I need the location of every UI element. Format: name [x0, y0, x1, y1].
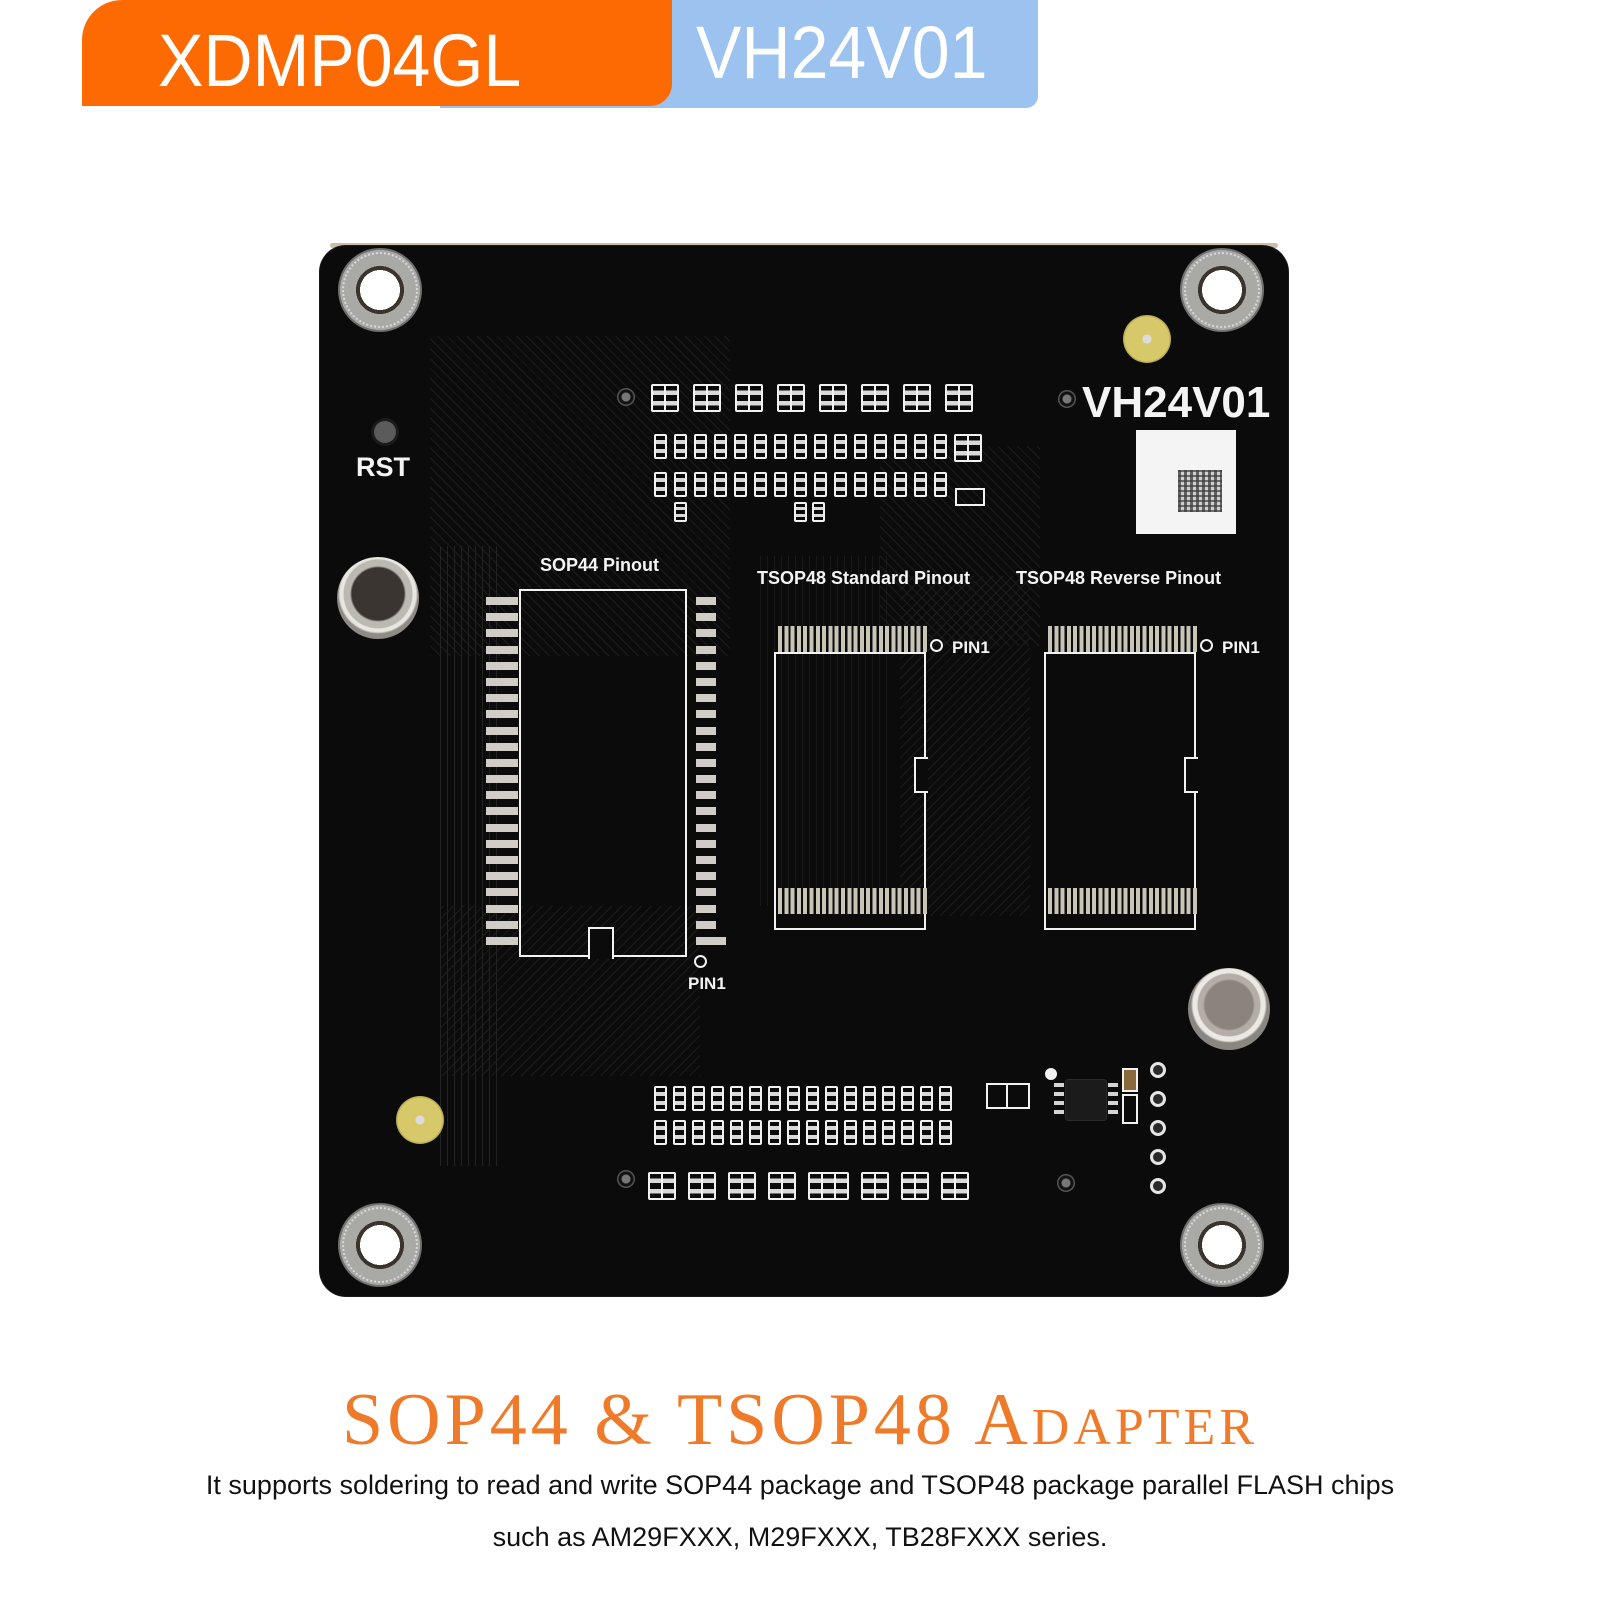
pogo-pin-icon — [337, 557, 419, 639]
tsop48-standard-pin1-label: PIN1 — [952, 638, 990, 657]
tsop48-standard-title: TSOP48 Standard Pinout — [757, 568, 971, 588]
eeprom-chip-icon — [1066, 1080, 1106, 1120]
product-title: SOP44 & TSOP48 Adapter — [341, 1379, 1259, 1461]
tsop48-standard-pads-bottom — [778, 888, 928, 914]
sop44-notch — [588, 927, 614, 959]
model-tab — [82, 0, 672, 106]
mounting-hole-icon — [338, 248, 422, 332]
mounting-hole-icon — [1180, 248, 1264, 332]
tsop48-reverse-pads-top — [1048, 626, 1198, 652]
sop44-pin1-label: PIN1 — [688, 974, 726, 993]
tsop48-reverse-notch — [1184, 757, 1198, 793]
sop44-pads-left — [486, 597, 518, 945]
pogo-pin-icon — [1188, 968, 1270, 1050]
pcb-edge — [330, 243, 1278, 248]
sop44-pads-right — [696, 597, 726, 945]
resistor-pad — [1122, 1094, 1138, 1124]
resistor-pad-row — [674, 502, 687, 522]
description-line-2: such as AM29FXXX, M29FXXX, TB28FXXX seri… — [492, 1522, 1108, 1552]
tsop48-reverse-title: TSOP48 Reverse Pinout — [1016, 568, 1222, 588]
mounting-hole-icon — [1180, 1203, 1264, 1287]
programming-header — [1150, 1062, 1166, 1194]
ic-pin1-marker-icon — [1045, 1068, 1057, 1080]
board-version-label: VH24V01 — [1082, 378, 1271, 427]
tsop48-reverse-pads-bottom — [1048, 888, 1198, 914]
trace-pattern — [440, 906, 700, 1076]
via-icon — [1057, 1174, 1075, 1192]
resistor-pad-row — [794, 502, 825, 522]
via-icon — [1058, 390, 1076, 408]
resistor-pad-row — [654, 1120, 952, 1145]
sop44-title: SOP44 Pinout — [540, 555, 660, 575]
ic-pins-left — [1054, 1083, 1064, 1114]
description-line-1: It supports soldering to read and write … — [205, 1470, 1395, 1500]
qr-label — [1136, 430, 1236, 534]
pin1-marker-icon — [930, 639, 943, 652]
resistor-pad-row — [654, 472, 947, 497]
jumper-pad-row — [648, 1172, 969, 1200]
trace-pattern — [760, 556, 890, 906]
model-label: XDMP04GL — [158, 19, 522, 102]
tsop48-standard-pads-top — [778, 626, 928, 652]
jumper-pad-row — [651, 384, 973, 412]
tsop48-reverse-pin1-label: PIN1 — [1222, 638, 1260, 657]
tsop48-standard-notch — [914, 757, 928, 793]
ic-pins-right — [1108, 1083, 1118, 1114]
pin1-marker-icon — [694, 955, 707, 968]
resistor-pad-row — [654, 434, 982, 462]
version-label: VH24V01 — [696, 11, 988, 94]
datamatrix-code-icon — [1178, 470, 1222, 512]
resistor-pad-row — [654, 1086, 952, 1111]
pin1-marker-icon — [1200, 639, 1213, 652]
reset-label: RST — [356, 452, 410, 482]
small-pad — [955, 488, 985, 506]
adapter-board-image — [320, 246, 1288, 1296]
mounting-hole-icon — [338, 1203, 422, 1287]
reset-button-icon — [374, 421, 396, 443]
led-icon — [1122, 1068, 1138, 1092]
fiducial-icon — [1123, 315, 1171, 363]
via-icon — [617, 1170, 635, 1188]
fiducial-icon — [396, 1096, 444, 1144]
sop44-footprint — [519, 589, 687, 957]
jumper-pad-group — [986, 1083, 1030, 1109]
via-icon — [617, 388, 635, 406]
